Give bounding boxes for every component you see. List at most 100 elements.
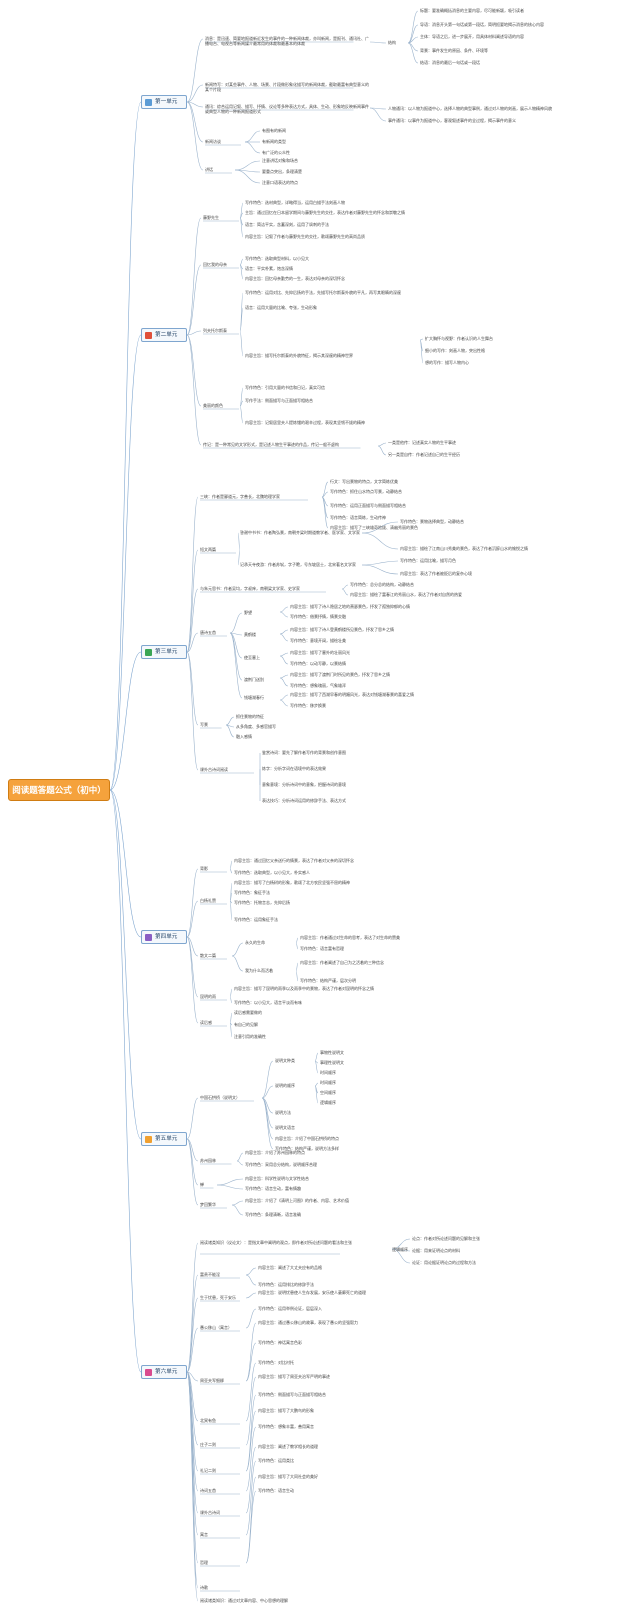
topic-node[interactable]: 事件通讯：以事件为报道中心，客观叙述事件的全过程，揭示事件的意义: [388, 118, 516, 123]
topic-node[interactable]: 写作特色：运用类比: [258, 1458, 294, 1463]
topic-node[interactable]: 写作特色：运用比喻，描写月色: [400, 558, 456, 563]
topic-node[interactable]: 内容主旨：回忆母亲勤劳的一生，表达对母亲的深切怀念: [245, 276, 345, 281]
lesson-title[interactable]: 哲理: [200, 1560, 208, 1565]
topic-node[interactable]: 写作特色：选取典型，以小见大，朴实感人: [234, 870, 310, 875]
topic-node[interactable]: 写作特色：以小见大，语言平淡而有味: [234, 1000, 302, 1005]
topic-node[interactable]: 表达技巧：分析诗词运用的修辞手法、表达方式: [262, 798, 346, 803]
unit-node-5[interactable]: 第五单元: [141, 1132, 187, 1146]
topic-node[interactable]: 阅读诸类知识：通过对文章内容、中心思想的理解: [200, 1598, 288, 1603]
poem-title[interactable]: 使至塞上: [244, 655, 260, 660]
topic-node[interactable]: 写作特色：象征手法: [234, 890, 270, 895]
lesson-title[interactable]: 愚公移山（寓言）: [200, 1325, 232, 1330]
topic-node[interactable]: 课外古诗词阅读: [200, 767, 228, 772]
topic-node[interactable]: 内容主旨：描写了诗人登黄鹤楼所见景色，抒发了思乡之情: [290, 627, 394, 632]
topic-node[interactable]: 写作特色：意境开阔，描绘壮美: [290, 638, 346, 643]
topic-node[interactable]: 内容主旨：介绍了苏州园林的特点: [245, 1150, 305, 1155]
lesson-title[interactable]: 周亚夫军细柳: [200, 1378, 224, 1383]
topic-node[interactable]: 内容主旨：介绍了《清明上河图》的作者、内容、艺术价值: [245, 1198, 349, 1203]
topic-node[interactable]: 蝉: [200, 1182, 204, 1187]
topic-node[interactable]: 唐诗五首: [200, 630, 216, 635]
topic-node[interactable]: 阅读诸类知识（议论文）：是指文章中阐明的观点，即作者对所论述问题的看法和主张: [200, 1240, 352, 1245]
topic-node[interactable]: 一类是他传：记述真实人物的生平事迹: [388, 440, 456, 445]
topic-node[interactable]: 写作特色：运用正面描写与侧面描写相结合: [330, 503, 406, 508]
topic-node[interactable]: 内容主旨：阐述了大丈夫应有的品格: [258, 1265, 322, 1270]
lesson-title[interactable]: 富贵不能淫: [200, 1272, 220, 1277]
topic-node[interactable]: 传记：是一种常见的文学形式，是记述人物生平事迹的作品，传记一般不虚构: [203, 442, 339, 447]
lesson-title[interactable]: 寓言: [200, 1532, 208, 1537]
topic-node[interactable]: 写作特色：想象丰富，善用寓言: [258, 1424, 314, 1429]
poem-title[interactable]: 野望: [244, 610, 252, 615]
topic-node[interactable]: 内容主旨：记叙了作者与藤野先生的交往，歌颂藤野先生的高尚品质: [245, 234, 365, 239]
topic-node[interactable]: 有广泛的公众性: [262, 150, 290, 155]
poem-title[interactable]: 钱塘湖春行: [244, 695, 264, 700]
topic-node[interactable]: 写作特色：托物言志，先抑后扬: [234, 900, 290, 905]
topic-node[interactable]: 写作特色：以动写静，以景结情: [290, 661, 346, 666]
topic-node[interactable]: 细小的写作：刻画人物，突出性格: [425, 348, 485, 353]
topic-node[interactable]: 写作特色：语言生动: [258, 1488, 294, 1493]
topic-node[interactable]: 注意引用的准确性: [234, 1034, 266, 1039]
unit-node-2[interactable]: 第二单元: [141, 328, 187, 342]
topic-node[interactable]: 写作特色：运用象征手法: [234, 917, 278, 922]
topic-node[interactable]: 写作特色：想象瑰丽，气象雄浑: [290, 683, 346, 688]
topic-node[interactable]: 写作特色：运用对比、先抑后扬的手法，先描写托尔斯泰外貌的平凡，再写其眼睛的深邃: [245, 290, 401, 295]
topic-node[interactable]: 内容主旨：表达了作者被贬后的复杂心境: [400, 571, 472, 576]
topic-node[interactable]: 语言：运用大量的比喻、夸张，生动形象: [245, 305, 317, 310]
topic-node[interactable]: 背景：事件发生的原因、条件、环境等: [420, 48, 488, 53]
topic-node[interactable]: 写作特色：运用排比的修辞手法: [258, 1282, 314, 1287]
topic-node[interactable]: 消息：是迅速、简要地报道新近发生的事件的一种新闻体裁，亦叫新闻，是报刊、通讯社、…: [205, 36, 369, 46]
topic-node[interactable]: 内容主旨：描写了大同社会的美好: [258, 1474, 318, 1479]
topic-node[interactable]: 说明的顺序: [275, 1083, 295, 1088]
topic-node[interactable]: 抓住景物的特征: [236, 714, 264, 719]
topic-node[interactable]: 通讯：综合运用记叙、描写、抒情、议论等多种表达方式，具体、生动、形象地反映新闻事…: [205, 104, 369, 114]
topic-node[interactable]: 扩大胸怀与视野：作者认识的人生舞台: [425, 336, 493, 341]
topic-node[interactable]: 论据：用来证明论点的材料: [412, 1248, 460, 1253]
topic-node[interactable]: 苏州园林: [200, 1158, 216, 1163]
topic-node[interactable]: 有新闻的类型: [262, 139, 286, 144]
topic-node[interactable]: 事物性说明文: [320, 1050, 344, 1055]
topic-node[interactable]: 内容主旨：作者阐述了自己为之活着的三种信念: [300, 960, 384, 965]
topic-node[interactable]: 讲话: [205, 167, 213, 172]
topic-node[interactable]: 短文两篇: [200, 547, 216, 552]
topic-node[interactable]: 写作特色：神话寓言色彩: [258, 1340, 302, 1345]
unit-node-6[interactable]: 第六单元: [141, 1365, 187, 1379]
topic-node[interactable]: 写作特色：总分总的结构，动静结合: [350, 582, 414, 587]
lesson-title[interactable]: 生于忧患，死于安乐: [200, 1295, 236, 1300]
topic-node[interactable]: 新闻访谈: [205, 139, 221, 144]
lesson-title[interactable]: 诗词五首: [200, 1488, 216, 1493]
topic-node[interactable]: 说明文语言: [275, 1125, 295, 1130]
topic-node[interactable]: 语言：简洁平实，含蓄深刻，运用了讽刺的手法: [245, 222, 329, 227]
topic-node[interactable]: 与朱元思书：作者吴均，字叔庠，南朝梁文学家、史学家: [200, 586, 300, 591]
topic-node[interactable]: 写作特色：语言富有哲理: [300, 946, 344, 951]
topic-node[interactable]: 炼字：分析字词在语境中的表达效果: [262, 766, 326, 771]
topic-node[interactable]: 昆明的雨: [200, 994, 216, 999]
topic-node[interactable]: 内容主旨：阐述了教学相长的道理: [258, 1444, 318, 1449]
topic-node[interactable]: 内容主旨：描写了周亚夫治军严明的事迹: [258, 1374, 330, 1379]
topic-node[interactable]: 美丽的颜色: [203, 403, 223, 408]
lesson-title[interactable]: 诗歌: [200, 1585, 208, 1590]
root-topic[interactable]: 阅读题答题公式（初中）: [8, 779, 110, 801]
lesson-title[interactable]: 北冥有鱼: [200, 1418, 216, 1423]
topic-node[interactable]: 时间顺序: [320, 1070, 336, 1075]
topic-node[interactable]: 另一类是自传：作者记述自己的生平经历: [388, 452, 460, 457]
topic-node[interactable]: 结构: [388, 40, 396, 45]
topic-node[interactable]: 藤野先生: [203, 215, 219, 220]
topic-node[interactable]: 说明文种类: [275, 1058, 295, 1063]
topic-node[interactable]: 逻辑顺序: [320, 1100, 336, 1105]
essay-title[interactable]: 我为什么而活着: [245, 968, 273, 973]
topic-node[interactable]: 融入感情: [236, 734, 252, 739]
topic-node[interactable]: 三峡：作者是郦道元，字善长，北魏地理学家: [200, 494, 280, 499]
topic-node[interactable]: 写作特色：侧面描写与正面描写相结合: [258, 1392, 326, 1397]
topic-node[interactable]: 背影: [200, 866, 208, 871]
unit-node-3[interactable]: 第三单元: [141, 645, 187, 659]
topic-node[interactable]: 内容主旨：描写托尔斯泰的外貌特征，揭示其深邃的精神世界: [245, 353, 353, 358]
topic-node[interactable]: 想的写作：描写人物内心: [425, 360, 469, 365]
topic-node[interactable]: 注意讲话对象和场合: [262, 158, 298, 163]
topic-node[interactable]: 中国石拱桥（说明文）: [200, 1095, 240, 1100]
topic-node[interactable]: 从多角度、多感官描写: [236, 724, 276, 729]
topic-node[interactable]: 人物通讯：以人物为报道中心，选择人物的典型事例，通过对人物的刻画，展示人物精神风…: [388, 106, 552, 111]
topic-node[interactable]: 内容主旨：描写了大鹏鸟的形象: [258, 1408, 314, 1413]
topic-node[interactable]: 论证：用论据证明论点的过程和方法: [412, 1260, 476, 1265]
topic-node[interactable]: 内容主旨：介绍了中国石拱桥的特点: [275, 1136, 339, 1141]
topic-node[interactable]: 内容主旨：通过愚公移山的故事，表现了愚公的坚强毅力: [258, 1320, 358, 1325]
poem-title[interactable]: 黄鹤楼: [244, 632, 256, 637]
